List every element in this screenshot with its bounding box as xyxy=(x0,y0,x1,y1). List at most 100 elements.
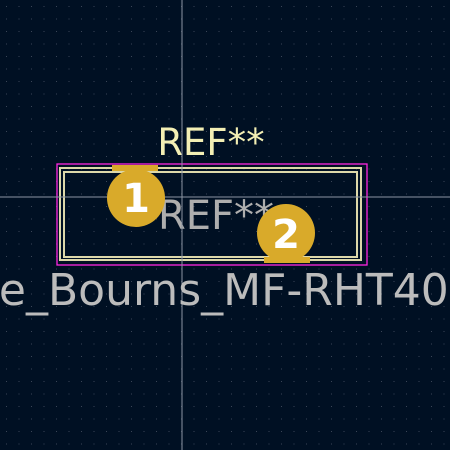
grid-dot xyxy=(206,43,207,45)
grid-dot xyxy=(68,56,70,57)
grid-dot xyxy=(156,431,157,432)
courtyard-outline[interactable] xyxy=(56,163,368,266)
pad-2-circle[interactable] xyxy=(257,204,315,262)
grid-dot xyxy=(343,43,345,45)
grid-dot xyxy=(56,43,57,45)
grid-dot xyxy=(431,168,432,170)
grid-dot xyxy=(343,193,345,195)
grid-dot xyxy=(318,431,320,432)
grid-dot xyxy=(156,381,157,382)
grid-dot xyxy=(343,343,345,345)
fab-outline-inner[interactable] xyxy=(63,171,358,258)
grid-dot xyxy=(368,431,370,432)
grid-dot xyxy=(231,368,232,370)
grid-dot xyxy=(31,156,32,157)
grid-dot xyxy=(118,318,120,320)
grid-dot xyxy=(331,281,332,282)
grid-dot xyxy=(18,293,20,295)
value-text[interactable]: se_Bourns_MF-RHT40 xyxy=(0,265,449,316)
grid-dot xyxy=(106,131,107,132)
grid-dot xyxy=(393,218,395,220)
grid-dot xyxy=(343,443,345,445)
grid-dot xyxy=(131,231,132,232)
grid-dot xyxy=(106,443,107,445)
grid-dot xyxy=(106,431,107,432)
grid-dot xyxy=(118,143,120,145)
grid-dot xyxy=(6,443,7,445)
grid-dot xyxy=(393,31,395,32)
grid-dot xyxy=(281,418,282,420)
grid-dot xyxy=(168,181,170,182)
grid-dot xyxy=(31,356,32,357)
grid-dot xyxy=(431,156,432,157)
grid-dot xyxy=(118,406,120,407)
grid-dot xyxy=(231,68,232,70)
grid-dot xyxy=(381,343,382,345)
grid-dot xyxy=(31,206,32,207)
grid-dot xyxy=(418,406,420,407)
grid-dot xyxy=(81,56,82,57)
grid-dot xyxy=(368,443,370,445)
grid-dot xyxy=(168,43,170,45)
grid-dot xyxy=(356,143,357,145)
grid-dot xyxy=(318,331,320,332)
grid-dot xyxy=(206,143,207,145)
grid-dot xyxy=(368,43,370,45)
grid-dot xyxy=(393,118,395,120)
grid-dot xyxy=(31,406,32,407)
grid-dot xyxy=(131,243,132,245)
grid-dot xyxy=(418,93,420,95)
grid-dot xyxy=(256,243,257,245)
fab-outline-outer[interactable] xyxy=(59,167,362,261)
grid-dot xyxy=(293,156,295,157)
grid-dot xyxy=(293,318,295,320)
grid-dot xyxy=(231,356,232,357)
grid-dot xyxy=(368,393,370,395)
grid-dot xyxy=(6,93,7,95)
grid-dot xyxy=(31,331,32,332)
pad-1[interactable]: 1 xyxy=(107,169,165,227)
grid-dot xyxy=(381,443,382,445)
grid-dot xyxy=(93,318,95,320)
grid-dot xyxy=(18,318,20,320)
pad-2[interactable]: 2 xyxy=(257,204,315,262)
grid-dot xyxy=(218,368,220,370)
grid-dot xyxy=(406,243,407,245)
grid-dot xyxy=(231,393,232,395)
pad-1-circle[interactable] xyxy=(107,169,165,227)
grid-dot xyxy=(56,418,57,420)
fab-reference-text[interactable]: REF** xyxy=(158,193,274,239)
grid-dot xyxy=(418,443,420,445)
grid-dot xyxy=(31,56,32,57)
grid-dot xyxy=(131,106,132,107)
grid-dot xyxy=(56,356,57,357)
grid-dot xyxy=(143,281,145,282)
grid-dot xyxy=(6,18,7,20)
grid-dot xyxy=(256,106,257,107)
grid-dot xyxy=(143,156,145,157)
grid-dot xyxy=(193,356,195,357)
grid-dot xyxy=(206,381,207,382)
silkscreen-reference-text[interactable]: REF** xyxy=(157,121,264,164)
grid-dot xyxy=(243,281,245,282)
grid-dot xyxy=(206,118,207,120)
grid-dot xyxy=(168,193,170,195)
grid-dot xyxy=(306,318,307,320)
grid-dot xyxy=(418,393,420,395)
grid-dot xyxy=(356,43,357,45)
grid-dot xyxy=(431,293,432,295)
grid-dot xyxy=(18,31,20,32)
grid-dot xyxy=(306,443,307,445)
grid-dot xyxy=(368,368,370,370)
grid-dot xyxy=(318,231,320,232)
grid-dot xyxy=(106,306,107,307)
grid-dot xyxy=(356,156,357,157)
grid-dot xyxy=(156,6,157,7)
grid-dot xyxy=(168,331,170,332)
grid-dot xyxy=(406,318,407,320)
grid-dot xyxy=(18,268,20,270)
grid-dot xyxy=(318,406,320,407)
grid-dot xyxy=(356,268,357,270)
